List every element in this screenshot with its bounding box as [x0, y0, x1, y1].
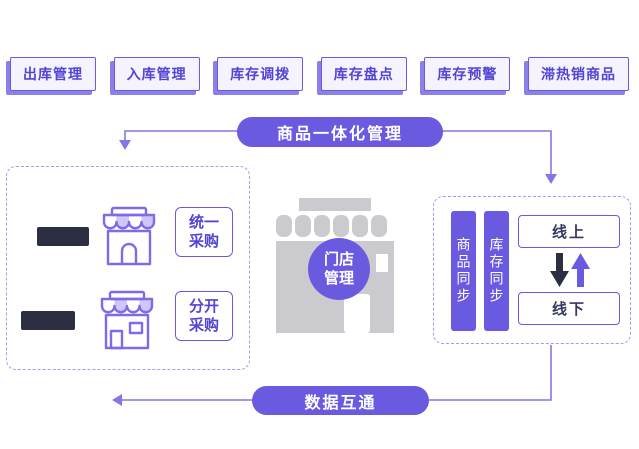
dark-label-bar-1	[37, 227, 89, 246]
banner-data-interchange: 数据互通	[252, 386, 429, 415]
store-management-circle: 门店管理	[308, 238, 370, 300]
dark-label-bar-2	[21, 311, 75, 330]
inventory-sync-column: 库存同步	[484, 211, 509, 331]
store-management-label: 门店管理	[323, 250, 354, 288]
storefront-icon	[100, 290, 154, 350]
button-inbound-management[interactable]: 入库管理	[113, 57, 200, 91]
up-arrow-icon	[571, 253, 590, 287]
tag-separate-procurement: 分开采购	[175, 291, 233, 341]
button-inventory-alert[interactable]: 库存预警	[424, 57, 511, 91]
connector-top-left	[124, 130, 238, 141]
button-slow-hot-goods[interactable]: 滞热销商品	[527, 57, 629, 91]
tag-label: 分开采购	[189, 297, 220, 335]
product-sync-column: 商品同步	[451, 211, 476, 331]
channel-offline: 线下	[518, 292, 620, 325]
connector-bottom-right	[429, 345, 552, 401]
up-down-arrows-icon	[550, 253, 590, 287]
banner-integrated-product-management: 商品一体化管理	[237, 117, 443, 147]
connector-top-right	[442, 130, 552, 175]
button-inventory-count[interactable]: 库存盘点	[320, 57, 407, 91]
button-inventory-transfer[interactable]: 库存调拨	[217, 57, 304, 91]
storefront-icon	[102, 206, 156, 266]
arrowhead-down-left-icon	[119, 140, 131, 150]
stores-procurement-panel: 统一采购 分开采购	[6, 166, 250, 370]
down-arrow-icon	[550, 253, 569, 287]
tag-label: 统一采购	[189, 213, 220, 251]
module-buttons-row: 出库管理 入库管理 库存调拨 库存盘点 库存预警 滞热销商品	[0, 57, 639, 91]
channel-online: 线上	[518, 215, 620, 248]
button-outbound-management[interactable]: 出库管理	[10, 57, 96, 91]
arrowhead-left-icon	[112, 394, 122, 406]
sync-channels-panel: 商品同步 库存同步 线上 线下	[433, 196, 631, 344]
arrowhead-down-right-icon	[545, 174, 557, 184]
tag-unified-procurement: 统一采购	[175, 207, 233, 257]
